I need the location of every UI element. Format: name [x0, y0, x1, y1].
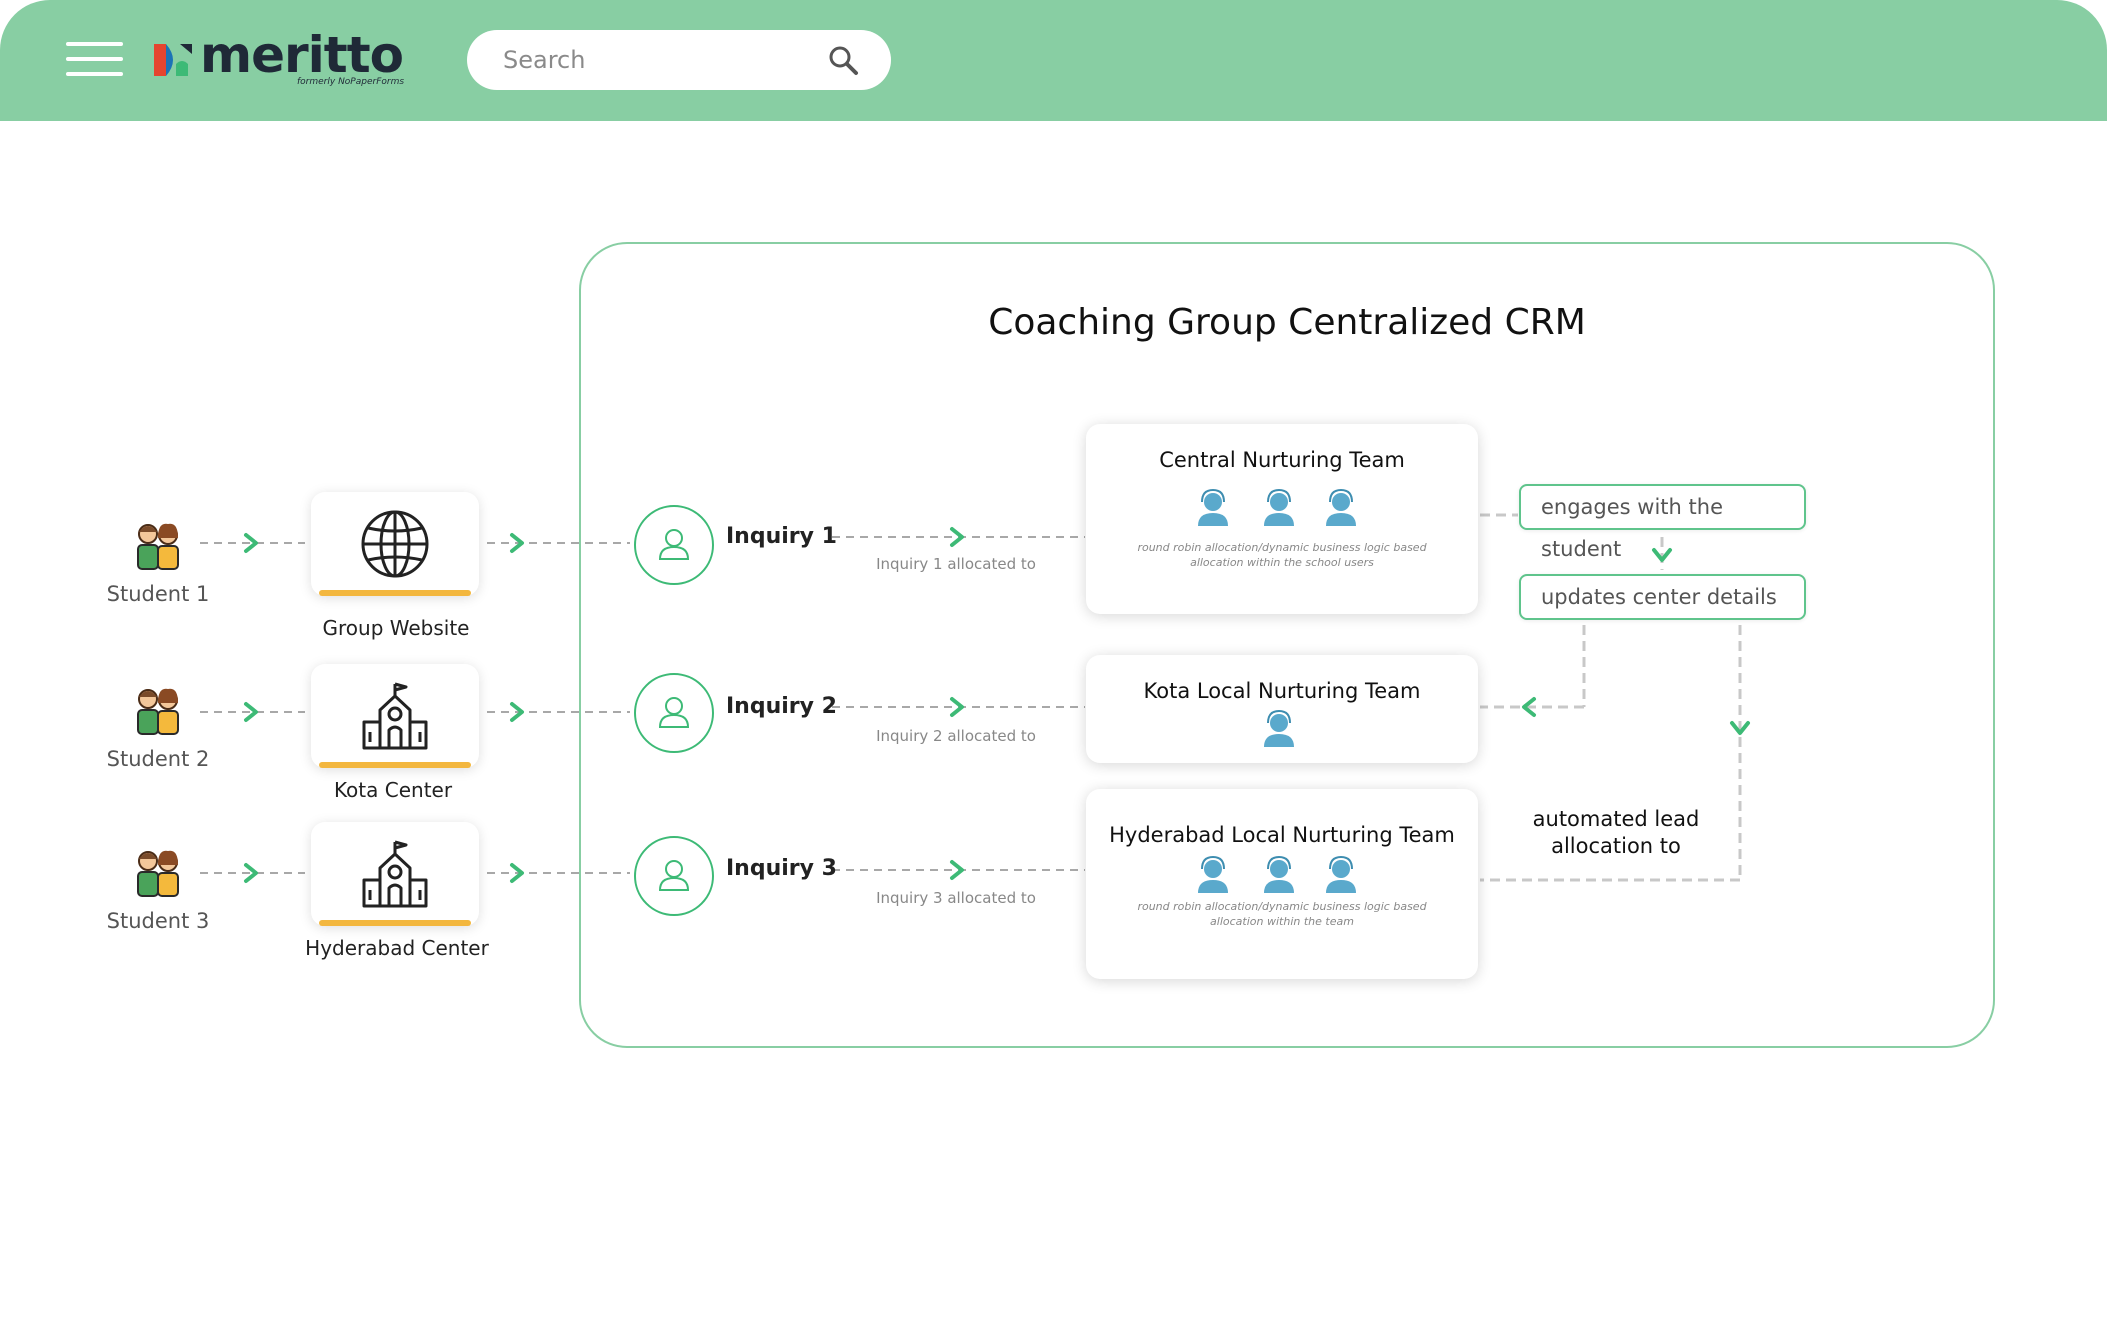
school-building-icon	[362, 840, 428, 908]
inquiry-2-circle	[634, 673, 714, 753]
inquiry-label: Inquiry 2	[726, 694, 837, 719]
globe-icon	[361, 510, 429, 578]
channel-group-website	[311, 492, 479, 596]
crm-container	[579, 242, 1995, 1048]
channel-accent-bar	[319, 762, 471, 768]
logo-wordmark: meritto	[200, 26, 404, 84]
meritto-logo[interactable]: meritto formerly NoPaperForms	[152, 26, 404, 96]
students-icon	[137, 523, 179, 570]
engages-with-student-box: engages with the student	[1519, 484, 1806, 561]
logo-subtext: formerly NoPaperForms	[297, 77, 405, 87]
inquiry-label: Inquiry 3	[726, 856, 837, 881]
team-note: round robin allocation/dynamic business …	[1137, 541, 1427, 569]
team-title: Central Nurturing Team	[1159, 448, 1405, 472]
team-title: Hyderabad Local Nurturing Team	[1109, 823, 1455, 847]
students-icon	[137, 688, 179, 735]
inquiry-3-circle	[634, 836, 714, 916]
channel-accent-bar	[319, 590, 471, 596]
crm-title: Coaching Group Centralized CRM	[988, 302, 1586, 343]
allocation-label: Inquiry 3 allocated to	[876, 889, 1036, 907]
search-bar	[467, 30, 891, 90]
inquiry-label: Inquiry 1	[726, 524, 837, 549]
student-label: Student 1	[106, 582, 210, 606]
top-bar: meritto formerly NoPaperForms	[0, 0, 2107, 121]
hyderabad-local-nurturing-team-card: Hyderabad Local Nurturing Team round rob…	[1086, 789, 1478, 979]
search-input[interactable]	[501, 40, 805, 80]
student-1: Student 1	[93, 518, 223, 606]
team-note: round robin allocation/dynamic business …	[1137, 900, 1427, 928]
support-agent-icon	[1264, 855, 1294, 893]
inquiry-1-circle	[634, 505, 714, 585]
student-label: Student 3	[106, 909, 210, 933]
support-agent-icon	[1326, 488, 1356, 526]
user-icon	[658, 697, 690, 728]
channel-accent-bar	[319, 920, 471, 926]
channel-label: Group Website	[322, 616, 470, 640]
updates-center-details-box: updates center details	[1519, 574, 1806, 620]
user-icon	[658, 860, 690, 891]
support-agent-icon	[1264, 488, 1294, 526]
support-agent-icon	[1198, 855, 1228, 893]
automated-allocation-label: automated lead allocation to	[1532, 807, 1700, 858]
student-2: Student 2	[93, 683, 223, 771]
kota-local-nurturing-team-card: Kota Local Nurturing Team	[1086, 655, 1478, 763]
allocation-label: Inquiry 2 allocated to	[876, 727, 1036, 745]
support-agent-icon	[1198, 488, 1228, 526]
team-title: Kota Local Nurturing Team	[1143, 679, 1421, 703]
school-building-icon	[362, 682, 428, 750]
support-agent-icon	[1326, 855, 1356, 893]
student-3: Student 3	[93, 845, 223, 933]
students-icon	[137, 850, 179, 897]
central-nurturing-team-card: Central Nurturing Team round robin alloc…	[1086, 424, 1478, 614]
channel-label: Kota Center	[333, 778, 453, 802]
logo-mark-icon	[154, 44, 192, 76]
search-icon[interactable]	[827, 44, 859, 76]
student-label: Student 2	[106, 747, 210, 771]
allocation-label: Inquiry 1 allocated to	[876, 555, 1036, 573]
channel-kota-center	[311, 664, 479, 768]
channel-hyderabad-center	[311, 822, 479, 926]
support-agent-icon	[1264, 709, 1294, 747]
channel-label: Hyderabad Center	[305, 936, 489, 960]
hamburger-menu-icon[interactable]	[66, 42, 123, 76]
user-icon	[658, 529, 690, 560]
